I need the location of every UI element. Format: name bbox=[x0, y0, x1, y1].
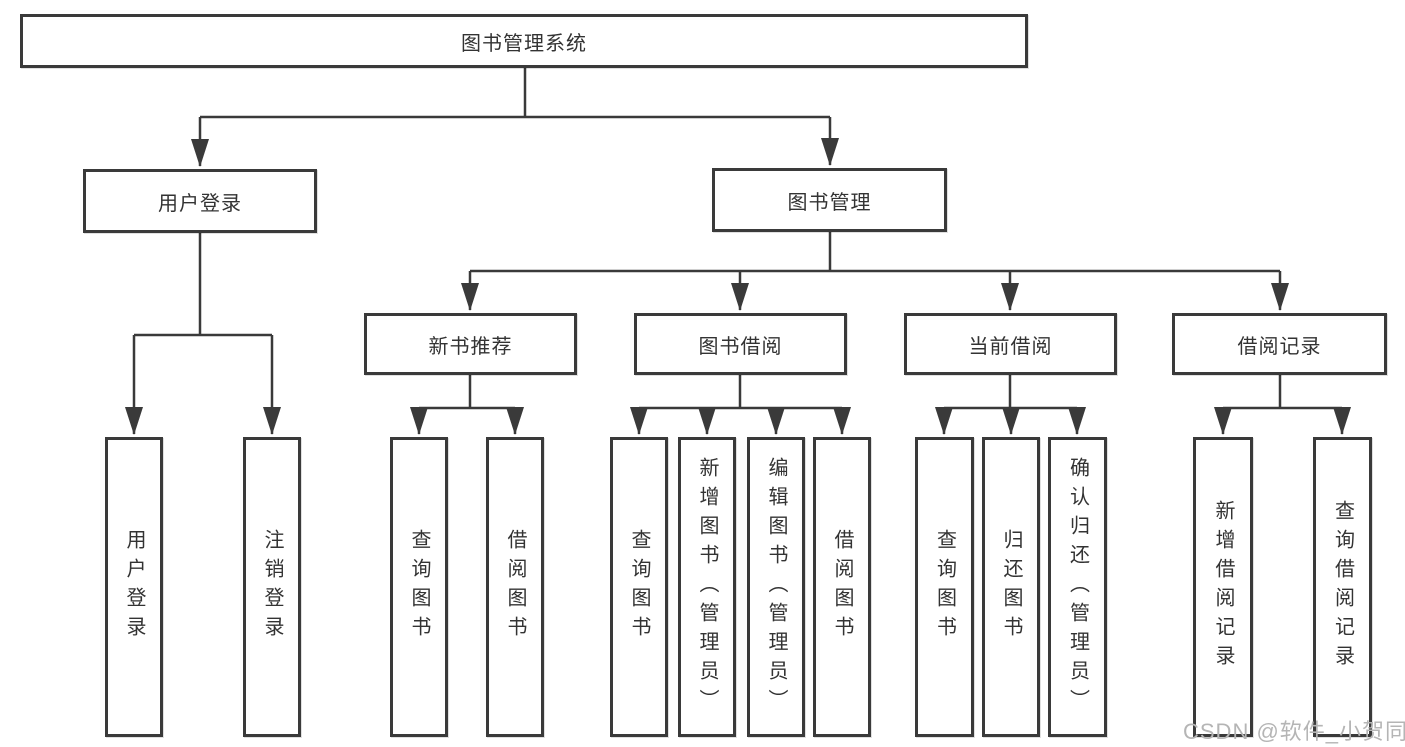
leaf-label: 查询借阅记录 bbox=[1331, 500, 1354, 674]
node-book-borrowing: 图书借阅 bbox=[634, 313, 847, 375]
leaf-logout: 注销登录 bbox=[243, 437, 301, 737]
leaf-query-books-current: 查询图书 bbox=[915, 437, 974, 737]
connector-book-borrow-split bbox=[639, 375, 842, 410]
leaf-label: 新增借阅记录 bbox=[1212, 500, 1234, 674]
leaf-user-login: 用户登录 bbox=[105, 437, 163, 737]
leaf-label: 查询图书 bbox=[628, 529, 650, 645]
node-label: 用户登录 bbox=[158, 192, 242, 215]
node-book-management: 图书管理 bbox=[712, 168, 947, 232]
node-current-borrowing: 当前借阅 bbox=[904, 313, 1117, 375]
connector-user-login-split bbox=[134, 233, 272, 337]
leaf-label: 归还图书 bbox=[1000, 529, 1022, 645]
leaf-borrow-books-newbooks: 借阅图书 bbox=[486, 437, 544, 737]
node-borrow-records: 借阅记录 bbox=[1172, 313, 1387, 375]
node-label: 当前借阅 bbox=[968, 335, 1053, 358]
leaf-label: 借阅图书 bbox=[504, 529, 526, 645]
leaf-label: 用户登录 bbox=[123, 529, 145, 645]
leaf-label: 借阅图书 bbox=[831, 529, 853, 645]
node-label: 图书管理系统 bbox=[461, 32, 587, 55]
leaf-query-books-borrowing: 查询图书 bbox=[610, 437, 668, 737]
connector-new-books-split bbox=[419, 375, 515, 410]
leaf-add-books-admin: 新增图书（管理员） bbox=[678, 437, 736, 737]
node-new-book-recommend: 新书推荐 bbox=[364, 313, 577, 375]
leaf-confirm-return-admin: 确认归还（管理员） bbox=[1048, 437, 1107, 737]
connector-current-borrow-split bbox=[944, 375, 1077, 410]
leaf-label: 注销登录 bbox=[261, 529, 283, 645]
leaf-add-borrow-record: 新增借阅记录 bbox=[1193, 437, 1253, 737]
leaf-borrow-books-borrowing: 借阅图书 bbox=[813, 437, 871, 737]
leaf-label: 查询图书 bbox=[933, 529, 956, 645]
node-label: 新书推荐 bbox=[428, 335, 513, 358]
leaf-edit-books-admin: 编辑图书（管理员） bbox=[747, 437, 805, 737]
node-library-system: 图书管理系统 bbox=[20, 14, 1028, 68]
node-label: 图书管理 bbox=[787, 191, 872, 214]
leaf-query-books-newbooks: 查询图书 bbox=[390, 437, 448, 737]
node-label: 图书借阅 bbox=[698, 335, 783, 358]
node-label: 借阅记录 bbox=[1237, 335, 1322, 358]
connector-borrow-records-split bbox=[1223, 375, 1342, 410]
leaf-label: 新增图书（管理员） bbox=[696, 456, 718, 718]
connector-root-split bbox=[200, 68, 830, 119]
leaf-query-borrow-record: 查询借阅记录 bbox=[1313, 437, 1372, 737]
leaf-label: 查询图书 bbox=[408, 529, 430, 645]
csdn-watermark: CSDN @软件_小贺同学 bbox=[1183, 719, 1405, 744]
leaf-label: 编辑图书（管理员） bbox=[765, 456, 787, 718]
connector-book-mgmt-split bbox=[470, 232, 1280, 273]
node-user-login: 用户登录 bbox=[83, 169, 317, 233]
leaf-label: 确认归还（管理员） bbox=[1066, 456, 1089, 718]
leaf-return-books: 归还图书 bbox=[982, 437, 1040, 737]
